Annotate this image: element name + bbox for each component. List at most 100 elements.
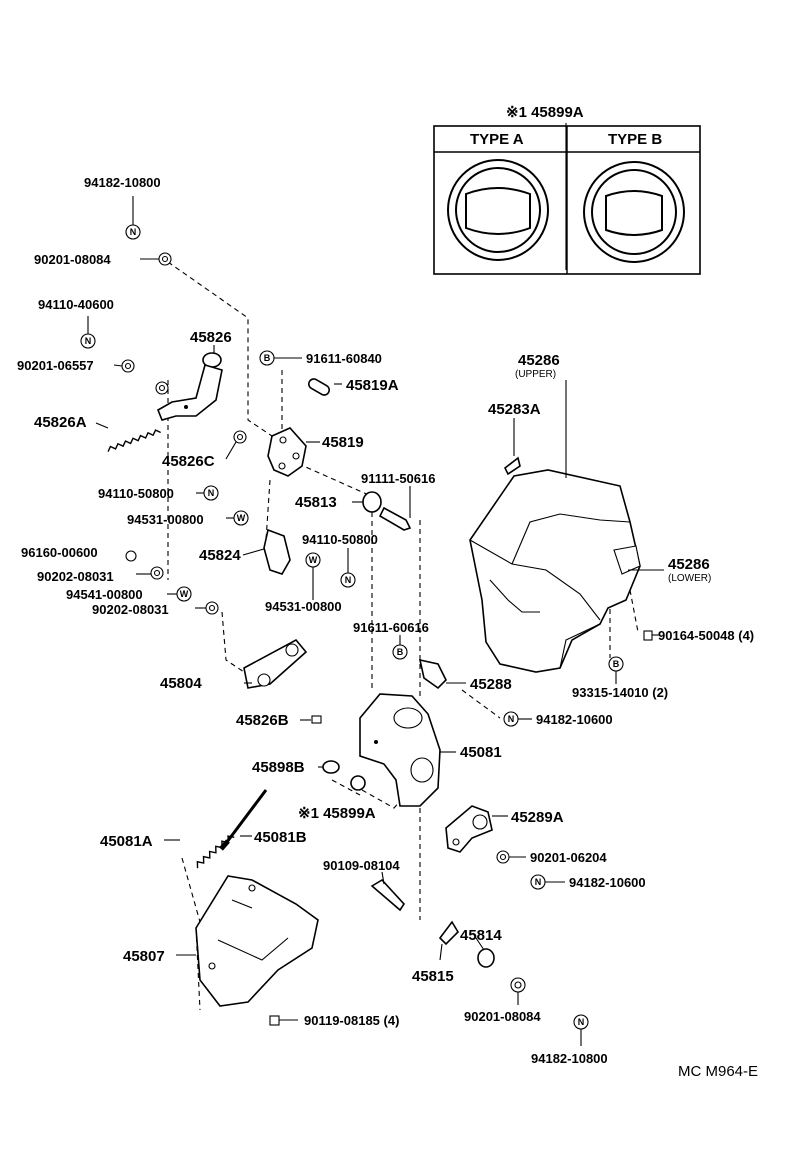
label-94182-10600-b: 94182-10600 [569, 875, 646, 890]
part-45813-bushing [362, 491, 382, 513]
label-94110-40600: 94110-40600 [38, 297, 114, 312]
nut-icon: N [125, 224, 141, 240]
label-45081b: 45081B [254, 829, 307, 846]
label-94182-10800-bottom: 94182-10800 [531, 1051, 608, 1066]
type-a-grommet [447, 159, 549, 261]
label-94182-10800-top: 94182-10800 [84, 175, 161, 190]
washer-icon: W [305, 552, 321, 568]
inset-header: ※1 45899A [506, 104, 584, 121]
svg-text:N: N [208, 488, 215, 498]
label-90201-08084-top: 90201-08084 [34, 252, 111, 267]
label-45814: 45814 [460, 927, 502, 944]
svg-text:W: W [237, 513, 246, 523]
label-45286-upper: 45286 [518, 352, 560, 369]
svg-text:W: W [180, 589, 189, 599]
part-45898b [322, 760, 340, 774]
label-45826: 45826 [190, 329, 232, 346]
label-45288: 45288 [470, 676, 512, 693]
label-45826a: 45826A [34, 414, 87, 431]
label-45813: 45813 [295, 494, 337, 511]
bolt-icon: B [392, 644, 408, 660]
leader-lines [87, 196, 664, 1046]
svg-text:N: N [508, 714, 515, 724]
label-45826c: 45826C [162, 453, 215, 470]
part-45289a-bracket [445, 805, 493, 853]
part-45815-plate [438, 920, 460, 946]
type-b-label: TYPE B [608, 131, 662, 148]
label-45807: 45807 [123, 948, 165, 965]
label-96160-00600: 96160-00600 [21, 545, 98, 560]
part-91111-bolt [378, 506, 412, 531]
svg-text:N: N [130, 227, 137, 237]
label-94531-00800-mid: 94531-00800 [265, 599, 342, 614]
part-45819-bracket [267, 427, 307, 477]
fastener-symbols: N N N N N N N W W W B B B [80, 224, 653, 1030]
part-45283a-pad [503, 456, 521, 476]
svg-text:B: B [397, 647, 404, 657]
label-90109-08104: 90109-08104 [323, 858, 400, 873]
label-94541-00800: 94541-00800 [66, 587, 143, 602]
nut-icon: N [203, 485, 219, 501]
label-91611-60840: 91611-60840 [306, 351, 382, 366]
label-45804: 45804 [160, 675, 202, 692]
part-45819a-pin [308, 378, 330, 396]
label-45898b: 45898B [252, 759, 305, 776]
label-91111-50616: 91111-50616 [361, 471, 435, 486]
type-a-label: TYPE A [470, 131, 524, 148]
label-90201-06557: 90201-06557 [17, 358, 94, 373]
svg-text:B: B [613, 659, 620, 669]
svg-text:B: B [264, 353, 271, 363]
part-90109-bolt [370, 878, 406, 912]
label-45081: 45081 [460, 744, 502, 761]
part-45824-bracket [263, 528, 291, 575]
part-45081-bracket [359, 693, 441, 807]
part-45081b-rod [222, 789, 268, 847]
label-45819: 45819 [322, 434, 364, 451]
label-90201-06204: 90201-06204 [530, 850, 607, 865]
label-94531-00800-left: 94531-00800 [127, 512, 204, 527]
label-90202-08031-a: 90202-08031 [37, 569, 114, 584]
nut-icon: N [503, 711, 519, 727]
part-45288-bracket [418, 658, 447, 690]
label-94110-50800-left: 94110-50800 [98, 486, 174, 501]
label-90119-08185: 90119-08185 (4) [304, 1013, 399, 1028]
label-45286-upper-sub: (UPPER) [515, 369, 556, 380]
label-45824: 45824 [199, 547, 241, 564]
svg-text:N: N [85, 336, 92, 346]
label-45286-lower: 45286 [668, 556, 710, 573]
label-91611-60616: 91611-60616 [353, 620, 429, 635]
label-45819a: 45819A [346, 377, 399, 394]
svg-text:N: N [345, 575, 352, 585]
svg-text:W: W [309, 555, 318, 565]
label-94110-50800-mid: 94110-50800 [302, 532, 378, 547]
nut-icon: N [80, 333, 96, 349]
svg-text:N: N [535, 877, 542, 887]
label-45081a: 45081A [100, 833, 153, 850]
part-labels: 94182-10800 90201-08084 94110-40600 9020… [17, 175, 758, 1080]
part-45826-lever [156, 352, 223, 421]
label-45815: 45815 [412, 968, 454, 985]
nut-icon: N [573, 1014, 589, 1030]
label-45826b: 45826B [236, 712, 289, 729]
inset-45899a: ※1 45899A TYPE A TYPE B [433, 104, 701, 275]
label-45286-lower-sub: (LOWER) [668, 573, 711, 584]
type-b-grommet [583, 161, 685, 263]
part-45286-cover [469, 469, 641, 673]
washer-icon: W [176, 586, 192, 602]
part-45804-hinge [243, 638, 308, 689]
label-45899a-bottom: ※1 45899A [298, 805, 376, 822]
part-45826a-spring [107, 429, 161, 452]
label-45289a: 45289A [511, 809, 564, 826]
label-90201-08084-bottom: 90201-08084 [464, 1009, 541, 1024]
label-93315-14010: 93315-14010 (2) [572, 685, 668, 700]
label-90164-50048: 90164-50048 (4) [658, 628, 754, 643]
label-90202-08031-b: 90202-08031 [92, 602, 169, 617]
label-94182-10600-a: 94182-10600 [536, 712, 613, 727]
bolt-icon: B [608, 656, 624, 672]
part-45814 [477, 948, 495, 968]
nut-icon: N [530, 874, 546, 890]
parts [107, 352, 641, 1007]
bolt-icon: B [259, 350, 275, 366]
part-45807-bracket [195, 875, 319, 1007]
